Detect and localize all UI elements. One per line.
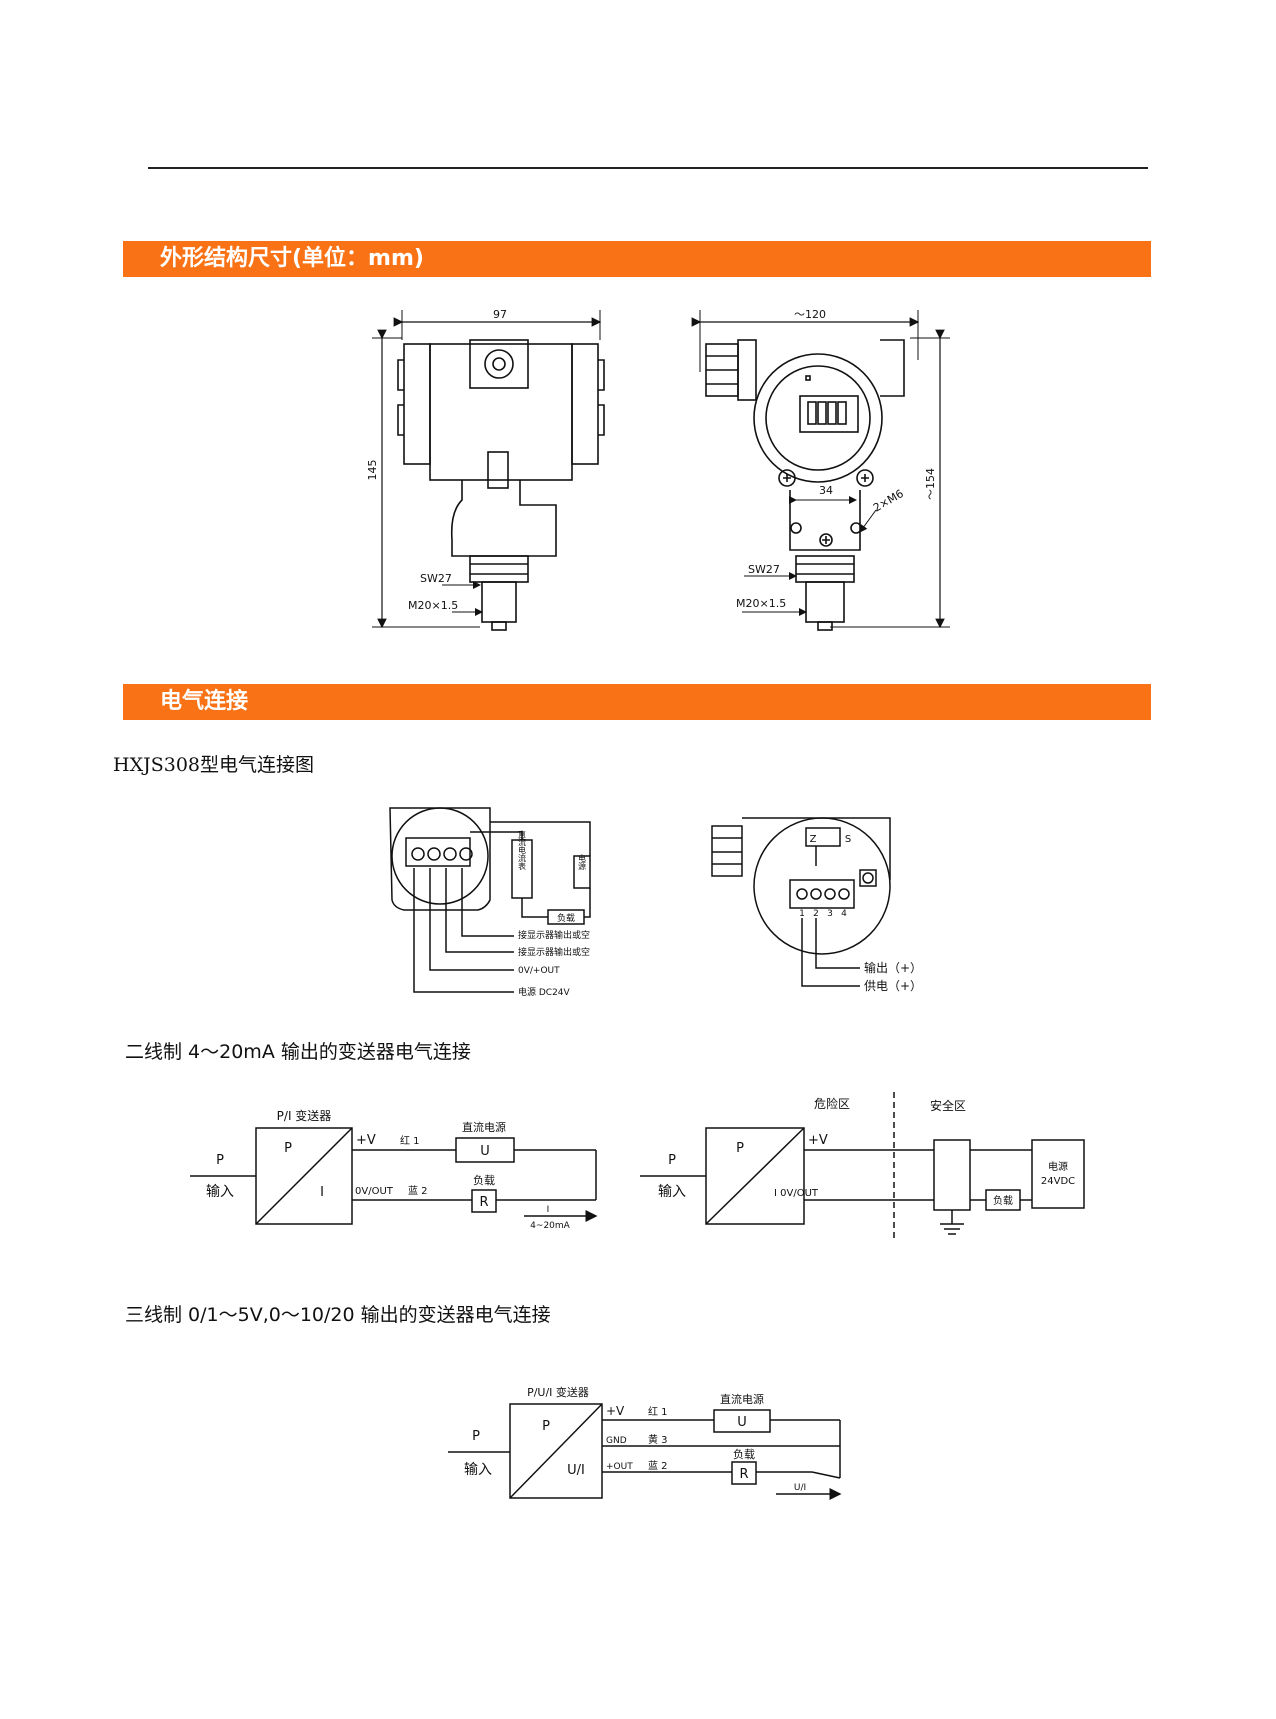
model-meter-label: 直流电流表 (518, 829, 527, 871)
tw2-safe: 安全区 (930, 1098, 966, 1113)
model-load-label: 负载 (557, 912, 575, 924)
tw-transmitter-title: P/I 变送器 (277, 1108, 332, 1123)
th-gnd: GND (606, 1436, 627, 1446)
tw-dc-supply: 直流电源 (462, 1120, 506, 1134)
tw-range: 4~20mA (530, 1221, 570, 1231)
tw-red1: 红 1 (400, 1134, 420, 1147)
th-load: 负载 (733, 1447, 755, 1461)
tw2-vdc: 24VDC (1041, 1176, 1075, 1187)
tw2-input-label: 输入 (658, 1184, 686, 1200)
model-pin-1: 接显示器输出或空 (518, 929, 590, 941)
header-rule (148, 167, 1148, 169)
model-heading: HXJS308型电气连接图 (113, 754, 314, 776)
th-plus-v: +V (606, 1404, 625, 1418)
model-terminal-2: 2 (813, 909, 819, 919)
section-band-electrical: 电气连接 (123, 684, 1151, 720)
model-terminal-3: 3 (827, 909, 833, 919)
tw-current: I (547, 1205, 550, 1215)
model-output-label: 输出（+） (864, 960, 922, 975)
th-input-label: 输入 (464, 1462, 492, 1478)
tw-load: 负载 (473, 1173, 495, 1187)
dim-right-width: ～120 (794, 308, 826, 321)
dim-right-wrench: SW27 (748, 563, 780, 576)
model-z-label: Z (810, 834, 817, 845)
th-red1: 红 1 (648, 1405, 668, 1418)
tw2-box-p: P (736, 1141, 744, 1156)
model-pin-2: 接显示器输出或空 (518, 946, 590, 958)
tw-plus-v: +V (356, 1133, 376, 1148)
model-supply-plus-label: 供电（+） (864, 979, 922, 993)
tw-input-p: P (216, 1153, 224, 1168)
two-wire-heading: 二线制 4～20mA 输出的变送器电气连接 (125, 1041, 471, 1063)
th-input-p: P (472, 1429, 480, 1444)
th-blue2: 蓝 2 (648, 1460, 668, 1472)
tw-u: U (480, 1144, 490, 1159)
tw-blue2: 蓝 2 (408, 1185, 428, 1197)
model-pin-3: 0V/+OUT (518, 966, 560, 976)
th-box-ui: U/I (567, 1463, 585, 1478)
dim-right-thread: M20×1.5 (736, 597, 786, 610)
tw2-supply: 电源 (1048, 1160, 1068, 1173)
tw-r: R (479, 1195, 488, 1210)
model-terminal-1: 1 (799, 909, 805, 919)
th-transmitter-title: P/U/I 变送器 (527, 1385, 589, 1399)
tw2-plus-v: +V (808, 1133, 828, 1148)
two-wire-diagram-right (640, 1092, 1085, 1242)
dim-right-height: ～154 (924, 468, 937, 500)
dim-left-height: 145 (366, 460, 379, 481)
th-u: U (737, 1415, 747, 1430)
tw2-out: I 0V/OUT (774, 1188, 819, 1199)
dim-left-width: 97 (493, 308, 507, 321)
model-pin-4: 电源 DC24V (518, 986, 571, 998)
th-r: R (739, 1467, 748, 1482)
model-terminal-4: 4 (841, 909, 847, 919)
model-diagram-right (711, 817, 891, 987)
three-wire-diagram (448, 1403, 842, 1500)
model-supply-label: 电源 (578, 853, 587, 871)
dimension-drawing-front (691, 310, 950, 631)
dim-left-thread: M20×1.5 (408, 599, 458, 612)
three-wire-heading: 三线制 0/1～5V,0～10/20 输出的变送器电气连接 (125, 1304, 551, 1326)
tw2-hazard: 危险区 (814, 1096, 850, 1111)
tw-input-label: 输入 (206, 1184, 234, 1200)
dim-right-screws: 2×M6 (871, 487, 906, 515)
tw-out: 0V/OUT (355, 1186, 394, 1197)
model-s-label: S (845, 834, 851, 845)
section-band-dimensions: 外形结构尺寸(单位：mm) (123, 241, 1151, 277)
th-ui: U/I (794, 1483, 806, 1493)
dimension-drawing-side (372, 310, 605, 631)
dim-left-wrench: SW27 (420, 572, 452, 585)
tw2-load: 负载 (993, 1194, 1013, 1207)
two-wire-diagram-left (190, 1127, 598, 1225)
th-out: +OUT (606, 1462, 633, 1472)
tw-box-i: I (320, 1185, 324, 1200)
tw2-input-p: P (668, 1153, 676, 1168)
th-yellow3: 黄 3 (648, 1433, 668, 1446)
model-diagram-left (389, 807, 591, 993)
th-dc-supply: 直流电源 (720, 1392, 764, 1406)
th-box-p: P (542, 1419, 550, 1434)
dim-right-spacing: 34 (819, 484, 833, 497)
tw-box-p: P (284, 1141, 292, 1156)
